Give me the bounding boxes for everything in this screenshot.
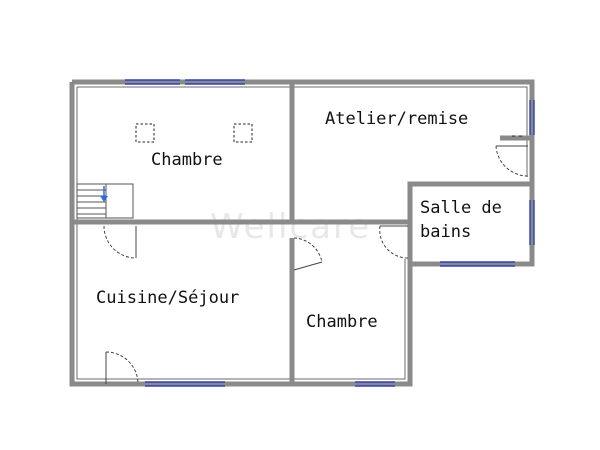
windows [125,79,535,387]
room-label-salle-de-bains-2: bains [420,222,471,242]
room-label-atelier: Atelier/remise [325,109,468,129]
room-label-chambre-top: Chambre [151,150,223,170]
dashed-square-icon [233,123,253,143]
doors [103,145,529,385]
stairs-icon [76,183,134,219]
room-label-chambre-bottom: Chambre [306,312,378,332]
outer-walls [69,79,535,387]
dashed-square-icon [135,123,155,143]
room-label-salle-de-bains-1: Salle de [420,198,502,218]
interior-walls [72,82,532,384]
arrow-down-icon [100,186,108,202]
room-label-cuisine: Cuisine/Séjour [96,288,239,308]
